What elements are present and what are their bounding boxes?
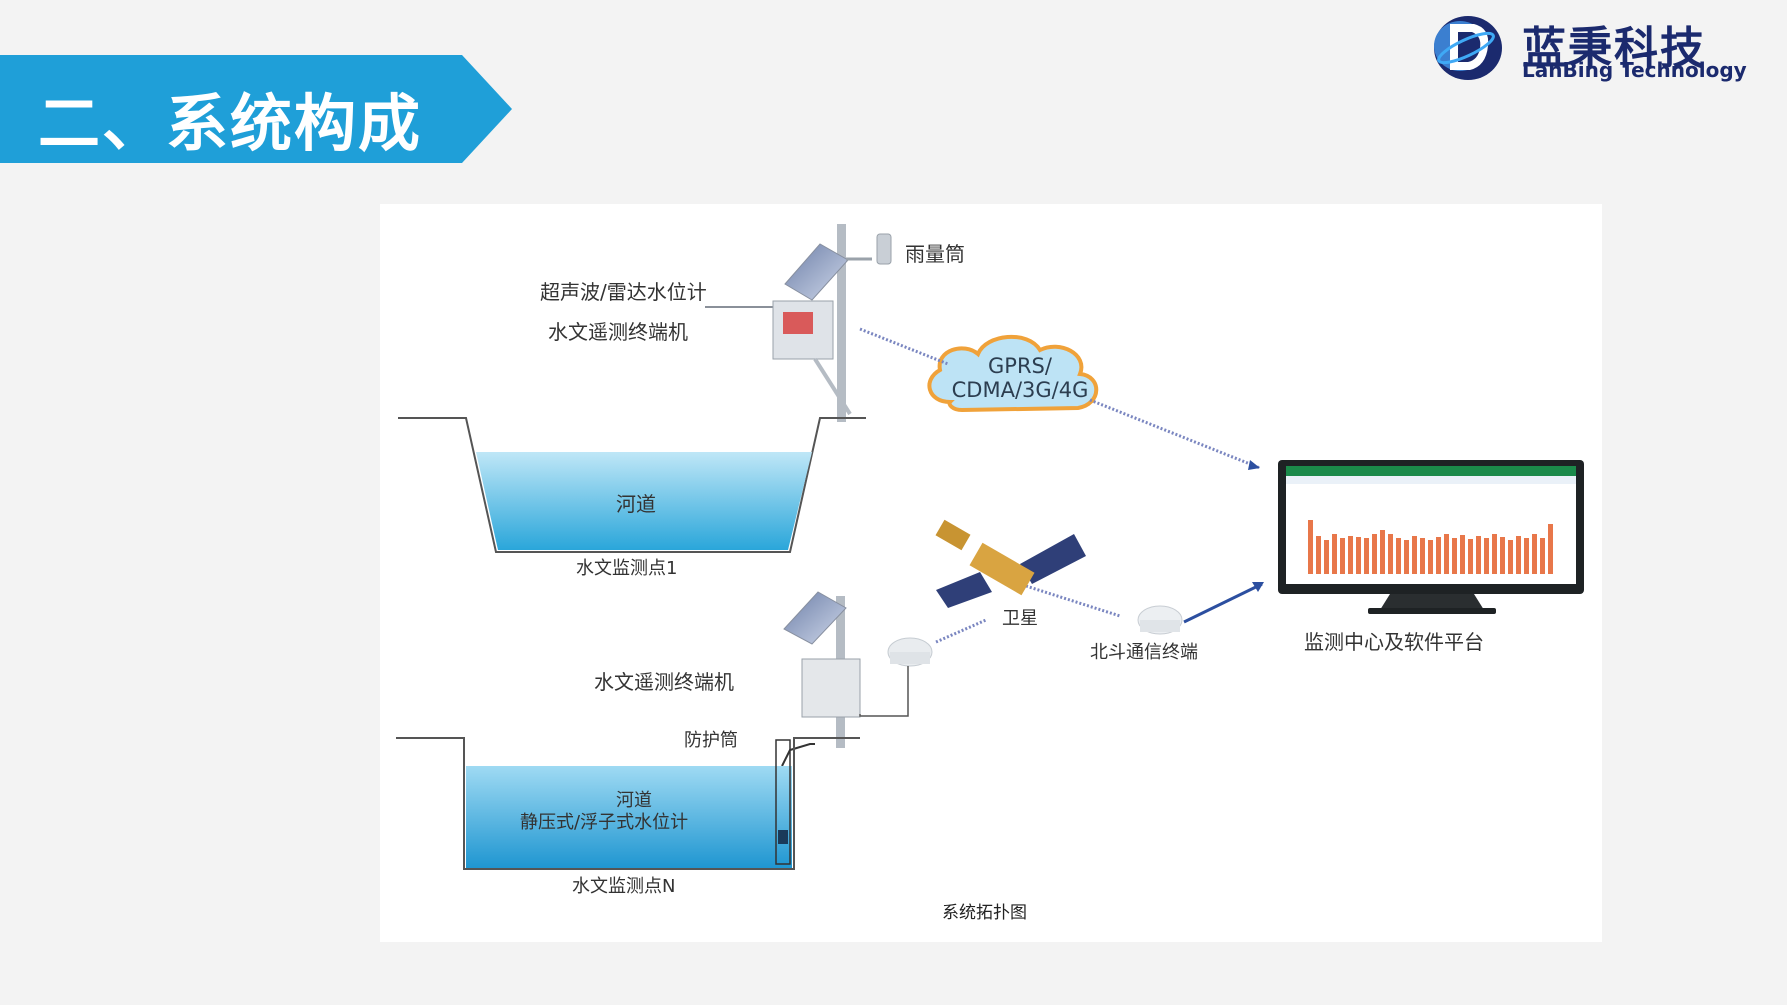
diagram-caption: 系统拓扑图 [942,903,1027,923]
site1-river [398,417,866,553]
section-title: 二、系统构成 [38,87,423,160]
satellite-icon [935,519,1086,608]
logo-mark-icon [1434,16,1502,80]
site1-name-label: 水文监测点1 [576,558,678,579]
siteN-level-sensor-label: 静压式/浮子式水位计 [520,812,689,833]
gprs-cloud-icon [927,335,1099,413]
terminal-box-icon [801,658,861,718]
site1-terminal-label: 水文遥测终端机 [548,320,688,344]
satellite-label: 卫星 [1002,608,1038,629]
cloud-label: GPRS/ CDMA/3G/4G [950,354,1090,402]
rain-gauge-icon [876,233,892,265]
protective-tube-label: 防护筒 [684,730,738,751]
cloud-line1: GPRS/ [988,354,1052,378]
section-title-banner: 二、系统构成 [0,55,512,163]
water-level-sensor-icon [778,830,788,844]
solar-panel-icon [783,591,847,645]
siteN-river-label: 河道 [616,790,652,811]
cloud-line2: CDMA/3G/4G [951,378,1089,402]
level-sensor-label: 超声波/雷达水位计 [540,280,707,304]
monitor-bar-chart [1308,520,1553,574]
monitor-icon [1278,460,1584,614]
company-logo: 蓝秉科技 LanBing Technology [1430,8,1760,83]
siteN-river [396,737,860,870]
beidou-label: 北斗通信终端 [1090,642,1198,663]
siteN-terminal-label: 水文遥测终端机 [594,670,734,694]
topology-diagram: 雨量筒 超声波/雷达水位计 水文遥测终端机 河道 水文监测点1 GPRS/ CD… [380,204,1602,942]
diagram-graphics [396,224,1584,870]
siteN-name-label: 水文监测点N [572,876,676,897]
logo-name-en: LanBing Technology [1522,58,1747,82]
site1-river-label: 河道 [616,492,656,516]
banner-shape [0,55,512,163]
protective-tube-icon [775,739,791,865]
site1-station [705,224,892,422]
beidou-terminal-icon [1137,605,1183,635]
center-label: 监测中心及软件平台 [1304,630,1484,654]
rain-gauge-label: 雨量筒 [905,242,965,266]
data-links [859,327,1264,644]
logo-name-cn: 蓝秉科技 [1522,23,1706,74]
siteN-station [781,591,933,767]
